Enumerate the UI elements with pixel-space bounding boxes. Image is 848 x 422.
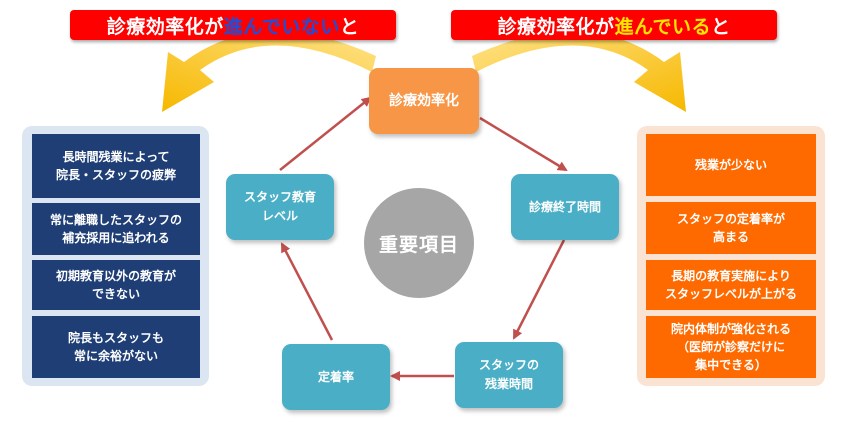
right-banner-part1: 診療効率化が (497, 15, 615, 38)
right-curved-arrow (472, 31, 686, 112)
left-item-1: 長時間残業によって 院長・スタッフの疲弊 (32, 134, 200, 198)
right-item-3: 長期の教育実施により スタッフレベルが上がる (646, 260, 816, 310)
node-teichakuritsu: 定着率 (282, 344, 390, 410)
right-item-4: 院内体制が強化される （医師が診察だけに 集中できる） (646, 316, 816, 378)
left-item-4: 院長もスタッフも 常に余裕がない (32, 316, 200, 378)
cycle-arrow-left-to-top (279, 96, 372, 171)
node-shinryo-shuryo-jikan: 診療終了時間 (511, 174, 619, 240)
node-staff-zangyo-jikan: スタッフの 残業時間 (455, 342, 563, 408)
cycle-arrow-lower-left-to-left (280, 242, 334, 341)
left-banner-part2: 進んでいない (223, 15, 340, 38)
right-banner-part3: と (711, 15, 731, 38)
right-banner-part2: 進んでいる (614, 15, 712, 38)
left-banner: 診療効率化が進んでいないと (70, 10, 396, 40)
right-item-2: スタッフの定着率が 高まる (646, 202, 816, 254)
left-banner-part3: と (339, 15, 360, 38)
left-curved-arrow (162, 31, 376, 112)
cycle-arrow-right-to-lower-right (512, 239, 566, 340)
left-item-2: 常に離職したスタッフの 補充採用に追われる (32, 203, 200, 255)
cycle-arrow-top-to-right (479, 116, 568, 172)
node-shinryo-kouritsuka: 診療効率化 (369, 68, 479, 134)
right-item-1: 残業が少ない (646, 134, 816, 196)
left-banner-part1: 診療効率化が (106, 15, 224, 38)
center-circle: 重要項目 (364, 188, 474, 298)
right-banner: 診療効率化が進んでいると (451, 10, 777, 40)
node-staff-kyoiku-level: スタッフ教育 レベル (226, 174, 334, 240)
left-item-3: 初期教育以外の教育が できない (32, 260, 200, 310)
